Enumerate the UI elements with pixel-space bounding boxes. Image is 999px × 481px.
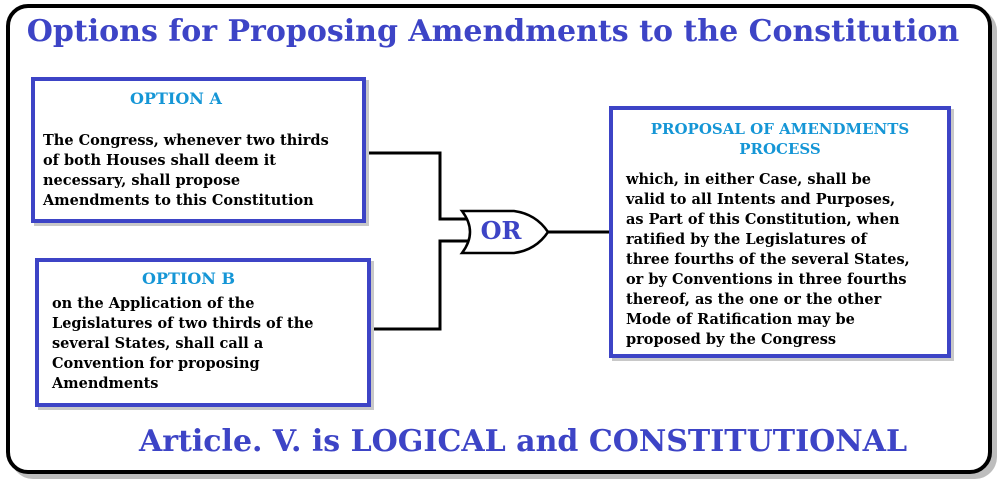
option-b-line: Legislatures of two thirds of the (52, 315, 314, 332)
connector-option-a (366, 151, 470, 221)
option-b-line: Amendments (52, 375, 159, 392)
option-a-heading: OPTION A (130, 89, 222, 108)
option-a-line: The Congress, whenever two thirds (43, 132, 329, 149)
proposal-process-heading: PROPOSAL OF AMENDMENTS PROCESS (613, 119, 947, 159)
proposal-process-heading-line: PROCESS (739, 140, 821, 158)
proposal-process-heading-line: PROPOSAL OF AMENDMENTS (650, 120, 910, 138)
or-gate-shape (459, 209, 550, 255)
option-b-text: on the Application of the Legislatures o… (52, 294, 313, 394)
option-b-heading: OPTION B (142, 269, 236, 288)
proposal-line: which, in either Case, shall be (626, 171, 871, 188)
proposal-line: as Part of this Constitution, when (626, 211, 900, 228)
proposal-process-text: which, in either Case, shall be valid to… (626, 170, 910, 350)
connector-option-b (371, 239, 470, 331)
proposal-line: Mode of Ratification may be (626, 311, 855, 328)
option-b-box: OPTION B on the Application of the Legis… (35, 258, 371, 407)
proposal-line: proposed by the Congress (626, 331, 837, 348)
option-b-line: on the Application of the (52, 295, 255, 312)
proposal-process-box: PROPOSAL OF AMENDMENTS PROCESS which, in… (609, 106, 951, 358)
option-a-line: of both Houses shall deem it (43, 152, 276, 169)
option-a-line: Amendments to this Constitution (43, 192, 314, 209)
proposal-line: valid to all Intents and Purposes, (626, 191, 896, 208)
proposal-line: or by Conventions in three fourths (626, 271, 907, 288)
proposal-line: ratified by the Legislatures of (626, 231, 867, 248)
footer-caption: Article. V. is LOGICAL and CONSTITUTIONA… (138, 424, 908, 459)
option-a-box: OPTION A The Congress, whenever two thir… (31, 77, 366, 223)
page-title: Options for Proposing Amendments to the … (26, 14, 960, 49)
or-gate-label: OR (480, 216, 522, 245)
proposal-line: three fourths of the several States, (626, 251, 910, 268)
option-a-text: The Congress, whenever two thirds of bot… (43, 131, 329, 211)
option-b-line: Convention for proposing (52, 355, 260, 372)
option-b-line: several States, shall call a (52, 335, 264, 352)
proposal-line: thereof, as the one or the other (626, 291, 882, 308)
option-a-line: necessary, shall propose (43, 172, 241, 189)
